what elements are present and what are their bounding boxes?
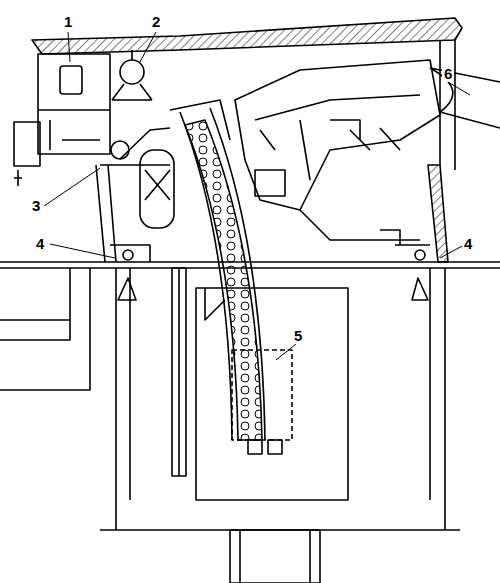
callout-number: 5 [292, 328, 304, 344]
callout-number: 4 [462, 236, 474, 252]
callout-number: 6 [442, 66, 454, 82]
callout-number: 2 [150, 14, 162, 30]
callout-number: 3 [30, 198, 42, 214]
callout-number: 1 [62, 14, 74, 30]
callout-number: 4 [34, 236, 46, 252]
